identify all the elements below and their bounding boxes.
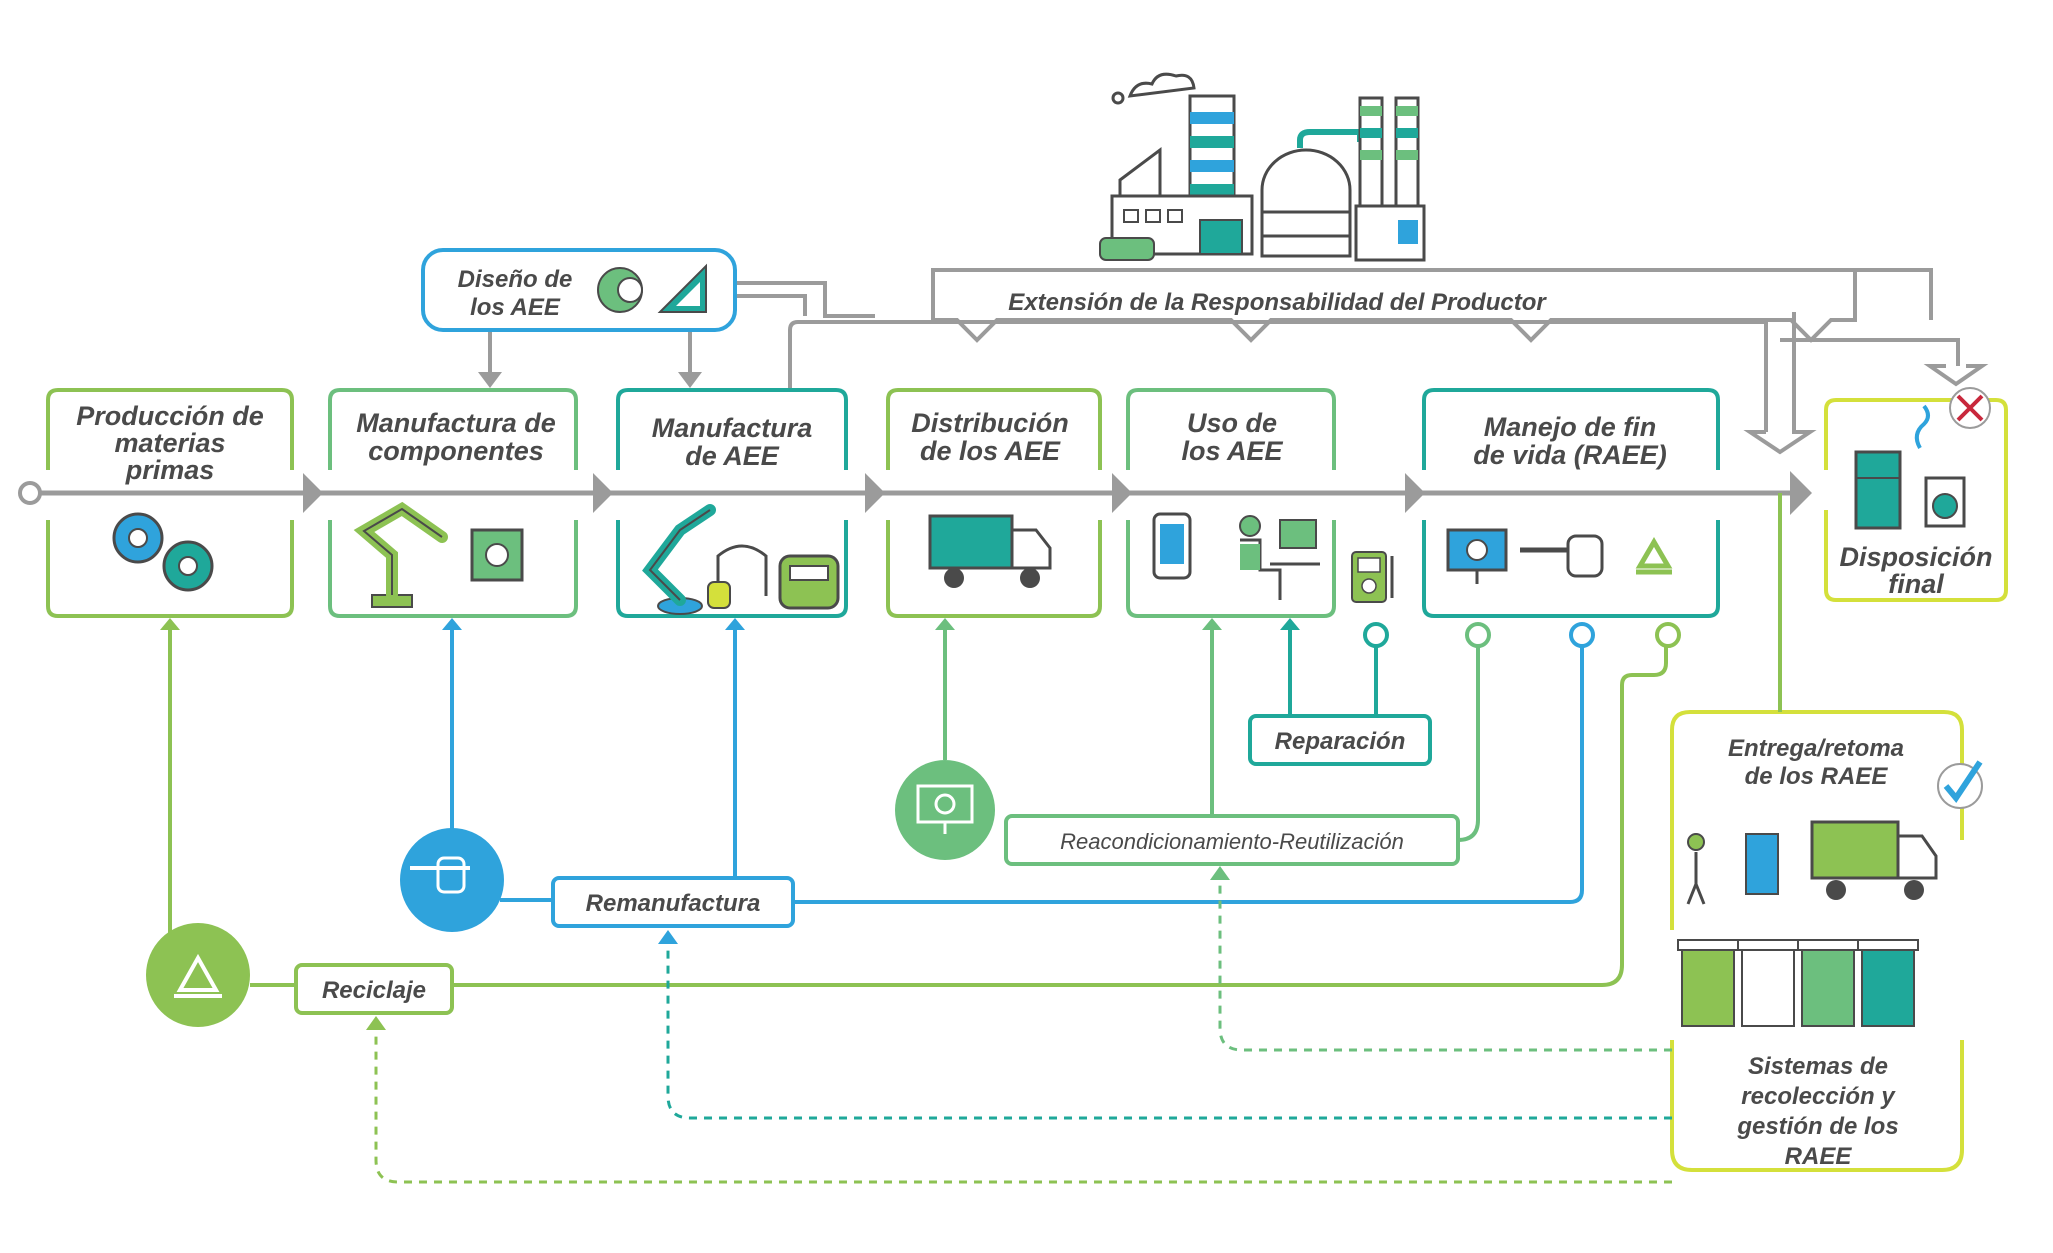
repair-loop-origin xyxy=(1363,622,1389,648)
delivery-line2: de los RAEE xyxy=(1745,763,1889,790)
design-title-line2: los AEE xyxy=(470,294,561,321)
dashed-feedback-remanufacture xyxy=(666,944,1672,1120)
refurbish-label: Reacondicionamiento-Reutilización xyxy=(1060,829,1404,854)
recycle-loop xyxy=(160,618,1668,987)
stage-components: Manufactura de componentes xyxy=(328,388,578,618)
epr-label-group: Extensión de la Responsabilidad del Prod… xyxy=(1008,289,1547,316)
robot-arm-appliances-icon xyxy=(642,504,840,615)
remanufacture-box: Remanufactura xyxy=(400,828,795,932)
stage-use: Uso de los AEE xyxy=(1126,388,1336,618)
check-icon xyxy=(1937,760,1983,809)
disposal-line1: Disposición xyxy=(1839,542,1992,572)
robot-arm-chip-icon xyxy=(353,501,524,608)
stage-end-of-life-line2: de vida (RAEE) xyxy=(1473,440,1667,470)
disposal-box: Disposición final xyxy=(1824,387,2008,602)
brain-gear-ruler-icon xyxy=(597,263,707,313)
stage-distribution-line2: de los AEE xyxy=(920,436,1061,466)
remanufacture-loop-origin xyxy=(1569,622,1595,648)
collection-bins-icon xyxy=(1677,939,1919,1027)
stage-raw-materials-line1: Producción de xyxy=(76,401,264,431)
remanufacture-loop xyxy=(442,618,1584,904)
stage-raw-materials-line3: primas xyxy=(125,455,215,485)
stage-distribution-line1: Distribución xyxy=(911,408,1069,438)
recycle-label: Reciclaje xyxy=(322,977,426,1004)
refurbish-loop xyxy=(935,618,1480,842)
refurbish-loop-origin xyxy=(1465,622,1491,648)
main-timeline xyxy=(18,471,1812,515)
truck-icon xyxy=(928,514,1052,588)
phone-computer-user-icon xyxy=(1152,512,1320,600)
stage-components-line2: componentes xyxy=(368,436,544,466)
discarded-appliances-icon xyxy=(1854,404,1966,530)
stage-manufacture: Manufactura de AEE xyxy=(616,388,848,618)
systems-line3: gestión de los xyxy=(1736,1113,1898,1140)
multimeter-icon xyxy=(1351,551,1394,603)
epr-connectors xyxy=(735,268,1989,455)
disposal-line2: final xyxy=(1888,569,1944,599)
gears-icon xyxy=(112,512,214,592)
systems-line4: RAEE xyxy=(1785,1143,1853,1170)
refurbish-box: Reacondicionamiento-Reutilización xyxy=(895,760,1460,866)
design-arrowhead-manufacture xyxy=(678,372,702,388)
design-title-line1: Diseño de xyxy=(458,266,573,293)
design-box: Diseño de los AEE xyxy=(421,248,737,332)
cross-icon xyxy=(1949,387,1991,429)
stage-use-line1: Uso de xyxy=(1187,408,1277,438)
recycle-loop-origin xyxy=(1655,622,1681,648)
hand-screwdriver-icon xyxy=(400,828,504,932)
repair-box: Reparación xyxy=(1248,714,1432,766)
repair-loop xyxy=(1280,618,1378,718)
refurbished-monitor-icon xyxy=(895,760,995,860)
systems-line2: recolección y xyxy=(1741,1083,1896,1110)
stage-use-line2: los AEE xyxy=(1181,436,1283,466)
dashed-arrow-refurbish xyxy=(1210,866,1230,880)
remanufacture-label: Remanufactura xyxy=(586,890,761,917)
repair-label: Reparación xyxy=(1275,728,1406,755)
delivery-line1: Entrega/retoma xyxy=(1728,735,1904,762)
systems-box: Sistemas de recolección y gestión de los… xyxy=(1670,1040,1964,1172)
monitor-tools-recycle-icon xyxy=(1446,528,1673,584)
dashed-arrow-recycle xyxy=(366,1016,386,1030)
stage-raw-materials-line2: materias xyxy=(114,428,225,458)
stage-end-of-life-line1: Manejo de fin xyxy=(1484,412,1657,442)
epr-label: Extensión de la Responsabilidad del Prod… xyxy=(1008,289,1547,316)
systems-line1: Sistemas de xyxy=(1748,1053,1888,1080)
factory-icon xyxy=(1099,72,1426,262)
design-arrowhead-components xyxy=(478,372,502,388)
stage-manufacture-line2: de AEE xyxy=(685,441,780,471)
recycle-icon xyxy=(146,923,250,1027)
stage-manufacture-line1: Manufactura xyxy=(652,413,813,443)
stage-components-line1: Manufactura de xyxy=(356,408,556,438)
delivery-box: Entrega/retoma de los RAEE xyxy=(1670,493,1983,1027)
dashed-feedback-recycle xyxy=(374,1030,1672,1184)
stage-distribution: Distribución de los AEE xyxy=(886,388,1102,618)
dashed-arrow-remanufacture xyxy=(658,930,678,944)
stage-end-of-life: Manejo de fin de vida (RAEE) xyxy=(1422,388,1720,618)
collection-truck-icon xyxy=(1686,820,1938,905)
dashed-feedback-refurbish xyxy=(1218,878,1672,1052)
stage-raw-materials: Producción de materias primas xyxy=(46,388,294,618)
recycle-box: Reciclaje xyxy=(146,923,454,1027)
